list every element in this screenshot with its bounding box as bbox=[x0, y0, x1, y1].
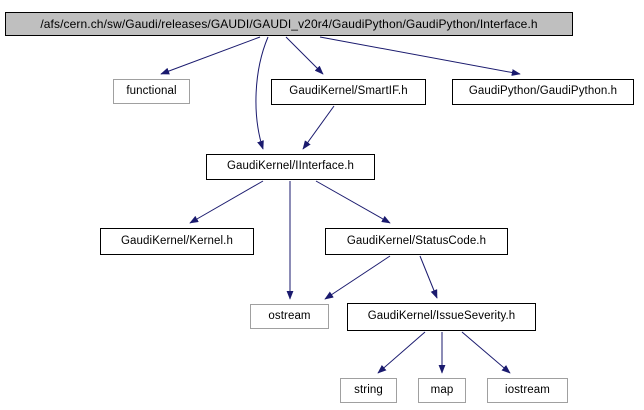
graph-edge-root-to-functional bbox=[160, 36, 261, 75]
graph-edge-iinterface-to-statuscode bbox=[315, 180, 391, 224]
graph-node-functional[interactable]: functional bbox=[113, 79, 190, 104]
graph-node-iostream[interactable]: iostream bbox=[487, 378, 568, 403]
graph-node-issueseverity[interactable]: GaudiKernel/IssueSeverity.h bbox=[347, 303, 536, 331]
graph-node-ostream[interactable]: ostream bbox=[250, 304, 329, 329]
graph-edge-issueseverity-to-iostream bbox=[461, 331, 511, 374]
graph-edge-statuscode-to-issueseverity bbox=[419, 255, 438, 299]
graph-node-gaudipython[interactable]: GaudiPython/GaudiPython.h bbox=[452, 79, 634, 105]
graph-node-string[interactable]: string bbox=[340, 378, 397, 403]
graph-edge-issueseverity-to-string bbox=[377, 331, 426, 374]
graph-edge-root-to-smartif bbox=[285, 36, 324, 75]
graph-edge-statuscode-to-ostream bbox=[324, 255, 391, 300]
graph-edge-smartif-to-iinterface bbox=[302, 105, 335, 150]
graph-node-statuscode[interactable]: GaudiKernel/StatusCode.h bbox=[325, 228, 508, 255]
graph-edge-root-to-gaudipython bbox=[319, 36, 521, 76]
graph-edge-root-to-iinterface bbox=[255, 36, 269, 150]
graph-edge-iinterface-to-kernel bbox=[189, 180, 264, 224]
graph-node-map[interactable]: map bbox=[418, 378, 466, 403]
graph-node-kernel[interactable]: GaudiKernel/Kernel.h bbox=[100, 228, 254, 255]
graph-node-smartif[interactable]: GaudiKernel/SmartIF.h bbox=[271, 79, 426, 105]
graph-node-root: /afs/cern.ch/sw/Gaudi/releases/GAUDI/GAU… bbox=[5, 12, 573, 36]
graph-node-iinterface[interactable]: GaudiKernel/IInterface.h bbox=[206, 154, 375, 180]
